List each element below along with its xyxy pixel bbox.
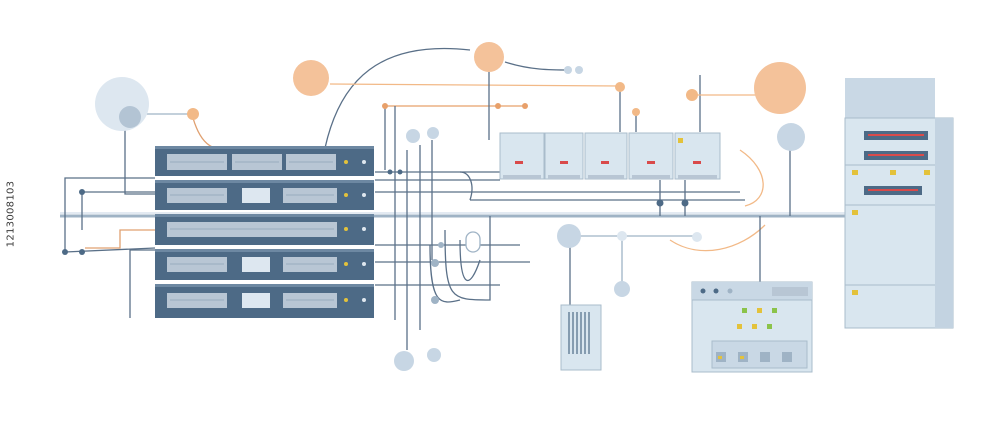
module-row (499, 132, 721, 180)
rack-unit-1 (155, 146, 374, 176)
node-blue-center (557, 224, 581, 248)
module-5 (674, 132, 721, 180)
node-orange-large-right (754, 62, 806, 114)
node-orange-left (293, 60, 329, 96)
rack-unit-5 (155, 284, 374, 318)
rack-unit-2 (155, 180, 374, 210)
node-small-orange (187, 108, 199, 120)
side-id-label: 1213008103 (5, 180, 17, 248)
module-3 (584, 132, 628, 180)
module-4 (628, 132, 674, 180)
node-orange-top (474, 42, 504, 72)
module-2 (544, 132, 584, 180)
server-rack (155, 146, 374, 318)
wire-network (60, 47, 845, 350)
control-panel (691, 281, 813, 373)
rack-unit-3 (155, 214, 374, 245)
rack-unit-4 (155, 249, 374, 280)
rack-vents (170, 161, 334, 301)
connection-nodes (62, 42, 806, 371)
small-vented-unit (560, 304, 602, 371)
tall-cabinet (844, 78, 954, 329)
module-1 (499, 132, 545, 180)
node-blue-right (777, 123, 805, 151)
